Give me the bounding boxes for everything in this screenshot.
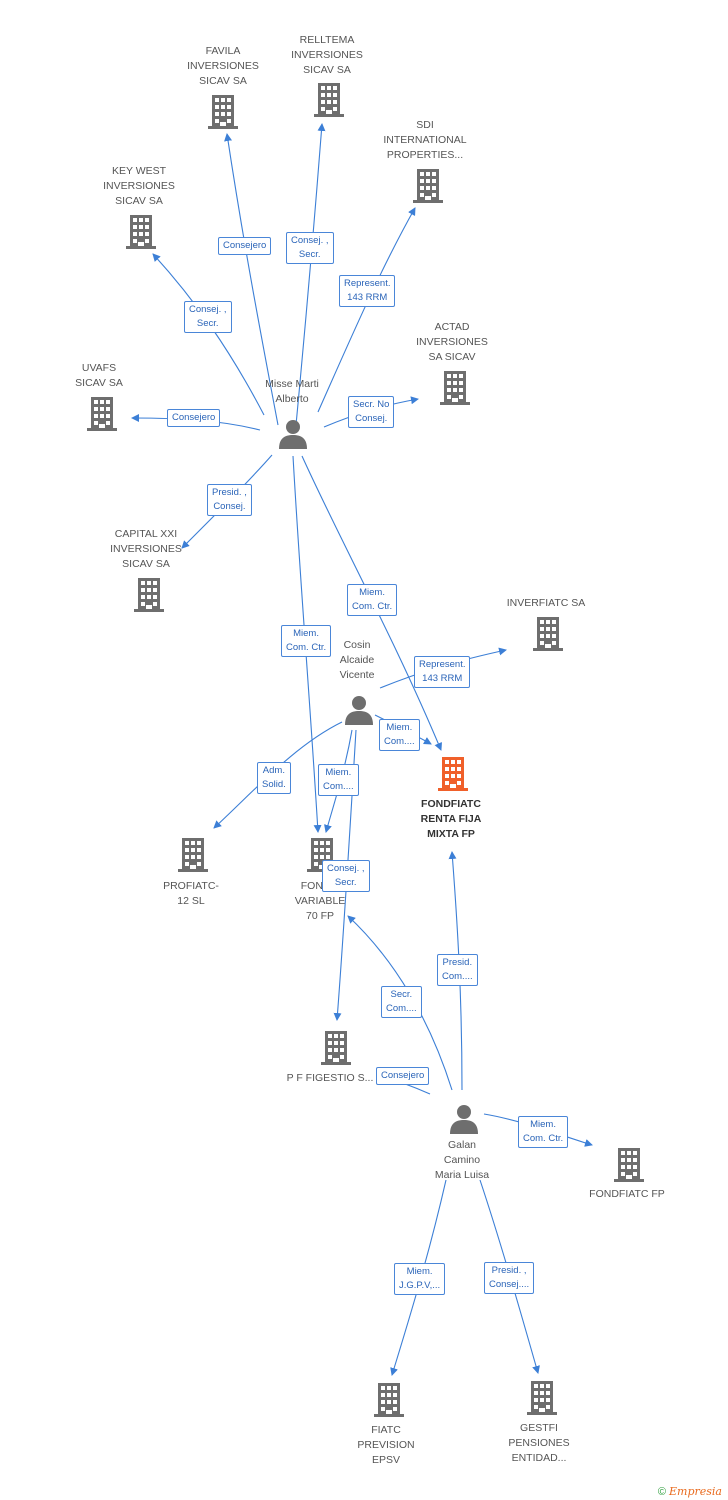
building-icon-fondfiatc-rf[interactable] bbox=[438, 757, 468, 791]
company-label-gestfi[interactable]: GESTFI PENSIONES ENTIDAD... bbox=[508, 1422, 570, 1464]
relation-tag-cosin-inverfiatc[interactable]: Represent. 143 RRM bbox=[414, 656, 471, 688]
relation-tag-misse-sdi[interactable]: Represent. 143 RRM bbox=[339, 275, 396, 307]
company-label-profiatc[interactable]: PROFIATC- 12 SL bbox=[163, 880, 219, 907]
person-label-cosin[interactable]: Cosin Alcaide Vicente bbox=[339, 639, 375, 681]
person-label-misse[interactable]: Misse Marti Alberto bbox=[265, 378, 319, 405]
relation-tag-misse-keywest[interactable]: Consej. , Secr. bbox=[184, 301, 232, 333]
building-icon-keywest[interactable] bbox=[126, 215, 156, 249]
company-label-pffigestio[interactable]: P F FIGESTIO S... bbox=[286, 1072, 374, 1084]
company-label-relltema[interactable]: RELLTEMA INVERSIONES SICAV SA bbox=[291, 34, 363, 76]
relation-tag-misse-fondfiatc-var[interactable]: Miem. Com. Ctr. bbox=[281, 625, 332, 657]
edge-misse-relltema bbox=[295, 123, 326, 426]
relation-tag-cosin-fondfiatc-rf[interactable]: Miem. Com.... bbox=[379, 719, 420, 751]
relation-tag-misse-relltema[interactable]: Consej. , Secr. bbox=[286, 232, 334, 264]
relation-tag-misse-actad[interactable]: Secr. No Consej. bbox=[348, 396, 395, 428]
relation-tag-cosin-profiatc[interactable]: Adm. Solid. bbox=[257, 762, 291, 794]
company-label-favila[interactable]: FAVILA INVERSIONES SICAV SA bbox=[187, 45, 259, 87]
footer-brand: © Empresia bbox=[658, 1485, 722, 1498]
person-icon-cosin[interactable] bbox=[345, 696, 373, 725]
relation-tag-galan-gestfi[interactable]: Presid. , Consej.... bbox=[484, 1262, 535, 1294]
company-label-actad[interactable]: ACTAD INVERSIONES SA SICAV bbox=[416, 321, 488, 363]
company-label-uvafs[interactable]: UVAFS SICAV SA bbox=[75, 362, 123, 389]
company-label-fondfiatc-rf[interactable]: FONDFIATC RENTA FIJA MIXTA FP bbox=[420, 798, 482, 840]
relation-tag-galan-fondfiatc-var[interactable]: Secr. Com.... bbox=[381, 986, 422, 1018]
company-label-fondfiatc-fp[interactable]: FONDFIATC FP bbox=[589, 1188, 665, 1200]
copyright-symbol: © bbox=[657, 1486, 666, 1498]
building-icon-inverfiatc[interactable] bbox=[533, 617, 563, 651]
person-icon-galan[interactable] bbox=[450, 1105, 478, 1134]
relation-tag-misse-capital[interactable]: Presid. , Consej. bbox=[207, 484, 252, 516]
edge-misse-favila bbox=[224, 133, 279, 426]
relation-tag-misse-fondfiatc-rf[interactable]: Miem. Com. Ctr. bbox=[347, 584, 398, 616]
relation-tag-galan-pffigestio[interactable]: Consejero bbox=[376, 1067, 430, 1085]
building-icon-uvafs[interactable] bbox=[87, 397, 117, 431]
building-icon-sdi[interactable] bbox=[413, 169, 443, 203]
building-icon-fiatc-prev[interactable] bbox=[374, 1383, 404, 1417]
person-label-galan[interactable]: Galan Camino Maria Luisa bbox=[434, 1139, 490, 1181]
relation-tag-cosin-fondfiatc-var[interactable]: Miem. Com.... bbox=[318, 764, 359, 796]
relation-tag-misse-favila[interactable]: Consejero bbox=[218, 237, 272, 255]
building-icon-fondfiatc-fp[interactable] bbox=[614, 1148, 644, 1182]
company-label-inverfiatc[interactable]: INVERFIATC SA bbox=[506, 597, 586, 609]
relation-tag-galan-fondfiatc-fp[interactable]: Miem. Com. Ctr. bbox=[518, 1116, 569, 1148]
company-label-keywest[interactable]: KEY WEST INVERSIONES SICAV SA bbox=[103, 165, 175, 207]
building-icon-profiatc[interactable] bbox=[178, 838, 208, 872]
company-label-capital[interactable]: CAPITAL XXI INVERSIONES SICAV SA bbox=[110, 528, 182, 570]
relation-tag-misse-uvafs[interactable]: Consejero bbox=[167, 409, 221, 427]
building-icon-relltema[interactable] bbox=[314, 83, 344, 117]
relation-tag-cosin-pffigestio[interactable]: Consej. , Secr. bbox=[322, 860, 370, 892]
company-label-fiatc-prev[interactable]: FIATC PREVISION EPSV bbox=[357, 1424, 415, 1466]
building-icon-favila[interactable] bbox=[208, 95, 238, 129]
company-label-sdi[interactable]: SDI INTERNATIONAL PROPERTIES... bbox=[383, 119, 467, 161]
building-icon-capital[interactable] bbox=[134, 578, 164, 612]
person-icon-misse[interactable] bbox=[279, 420, 307, 449]
building-icon-pffigestio[interactable] bbox=[321, 1031, 351, 1065]
brand-logo: Empresia bbox=[669, 1485, 722, 1498]
relation-tag-galan-fondfiatc-rf[interactable]: Presid. Com.... bbox=[437, 954, 478, 986]
relation-tag-galan-fiatc-prev[interactable]: Miem. J.G.P.V,... bbox=[394, 1263, 446, 1295]
building-icon-actad[interactable] bbox=[440, 371, 470, 405]
building-icon-gestfi[interactable] bbox=[527, 1381, 557, 1415]
